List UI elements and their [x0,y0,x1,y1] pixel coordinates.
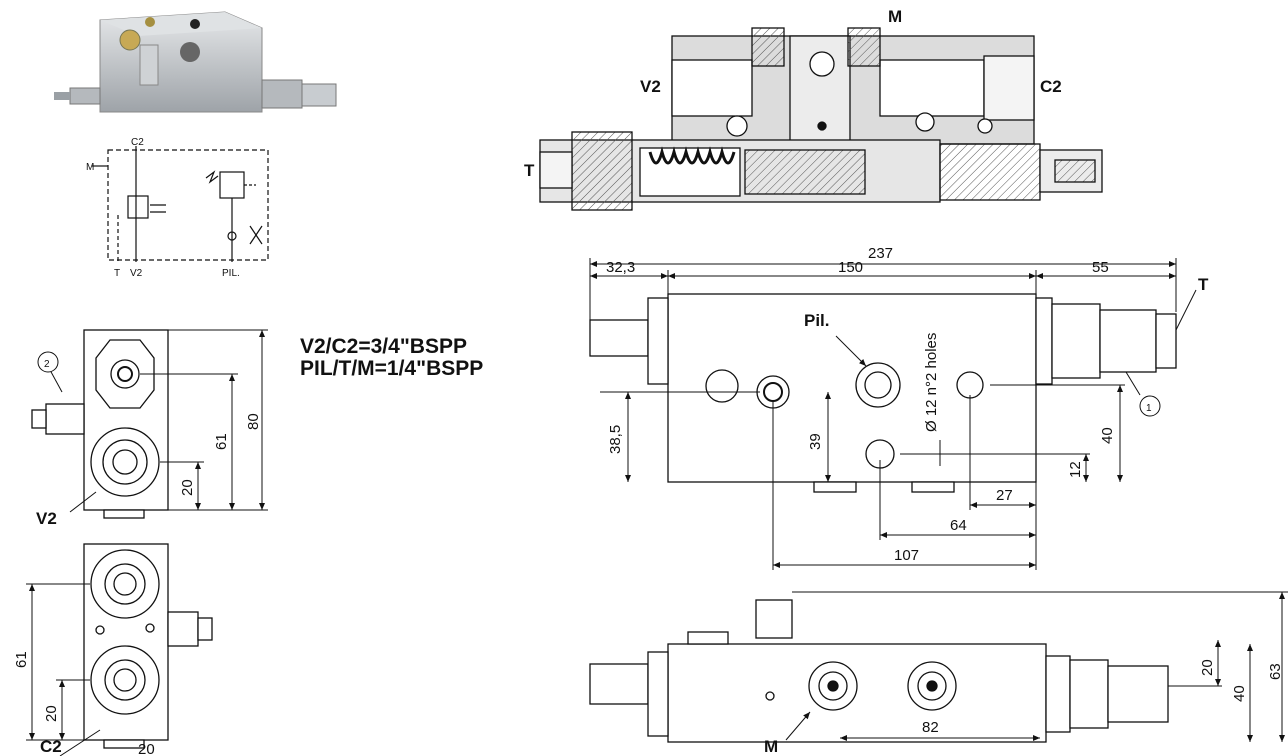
schematic-t-label: T [114,268,120,279]
v2-dim-20: 20 [179,479,196,496]
dim-40-bottom: 40 [1231,685,1248,702]
top-view [589,293,1177,493]
top-t-label: T [1198,275,1209,294]
holes-note: Ø 12 n°2 holes [923,333,940,432]
dim-12: 12 [1067,461,1084,478]
section-t-label: T [524,161,535,180]
side-c2-label: C2 [40,737,62,756]
dim-39: 39 [807,433,824,450]
c2-dim-20-width: 20 [138,741,155,756]
dim-82: 82 [922,719,939,736]
section-view [539,27,1103,211]
top-pil-label: Pil. [804,311,830,330]
bottom-view-dimensions [785,591,1288,742]
dim-237: 237 [868,245,893,262]
v2-dim-61: 61 [213,433,230,450]
schematic-pil-label: PIL. [222,268,240,279]
callout-1-label: 1 [1146,403,1152,414]
schematic-v2-label: V2 [130,268,143,279]
dim-20-bottom: 20 [1199,659,1216,676]
bottom-m-label: M [764,737,778,756]
section-v2-label: V2 [640,77,661,96]
product-photo [54,11,337,113]
section-c2-label: C2 [1040,77,1062,96]
port-spec-line-2: PIL/T/M=1/4"BSPP [300,357,484,380]
section-m-label: M [888,7,902,26]
dim-107: 107 [894,547,919,564]
side-v2-label: V2 [36,509,57,528]
dim-63: 63 [1267,663,1284,680]
dim-55: 55 [1092,259,1109,276]
top-view-dimensions [589,258,1197,570]
callout-1: 1 [1139,395,1161,417]
callout-2: 2 [37,351,59,373]
hydraulic-schematic [92,146,269,262]
side-view-v2 [31,329,169,519]
schematic-m-label: M [86,162,94,173]
schematic-c2-label: C2 [131,137,144,148]
callout-2-label: 2 [44,359,50,370]
dim-64: 64 [950,517,967,534]
side-view-v2-dimensions [49,329,268,513]
dim-150: 150 [838,259,863,276]
side-view-c2-dimensions [26,583,101,756]
dim-40: 40 [1099,427,1116,444]
port-spec: V2/C2=3/4"BSPP PIL/T/M=1/4"BSPP [300,336,483,380]
dim-27: 27 [996,487,1013,504]
dim-38-5: 38,5 [607,425,624,454]
port-spec-line-1: V2/C2=3/4"BSPP [300,335,467,358]
side-view-c2 [83,543,213,749]
dim-32-3: 32,3 [606,259,635,276]
v2-dim-80: 80 [245,413,262,430]
c2-dim-61: 61 [13,651,30,668]
bottom-view [589,599,1169,743]
c2-dim-20: 20 [43,705,60,722]
